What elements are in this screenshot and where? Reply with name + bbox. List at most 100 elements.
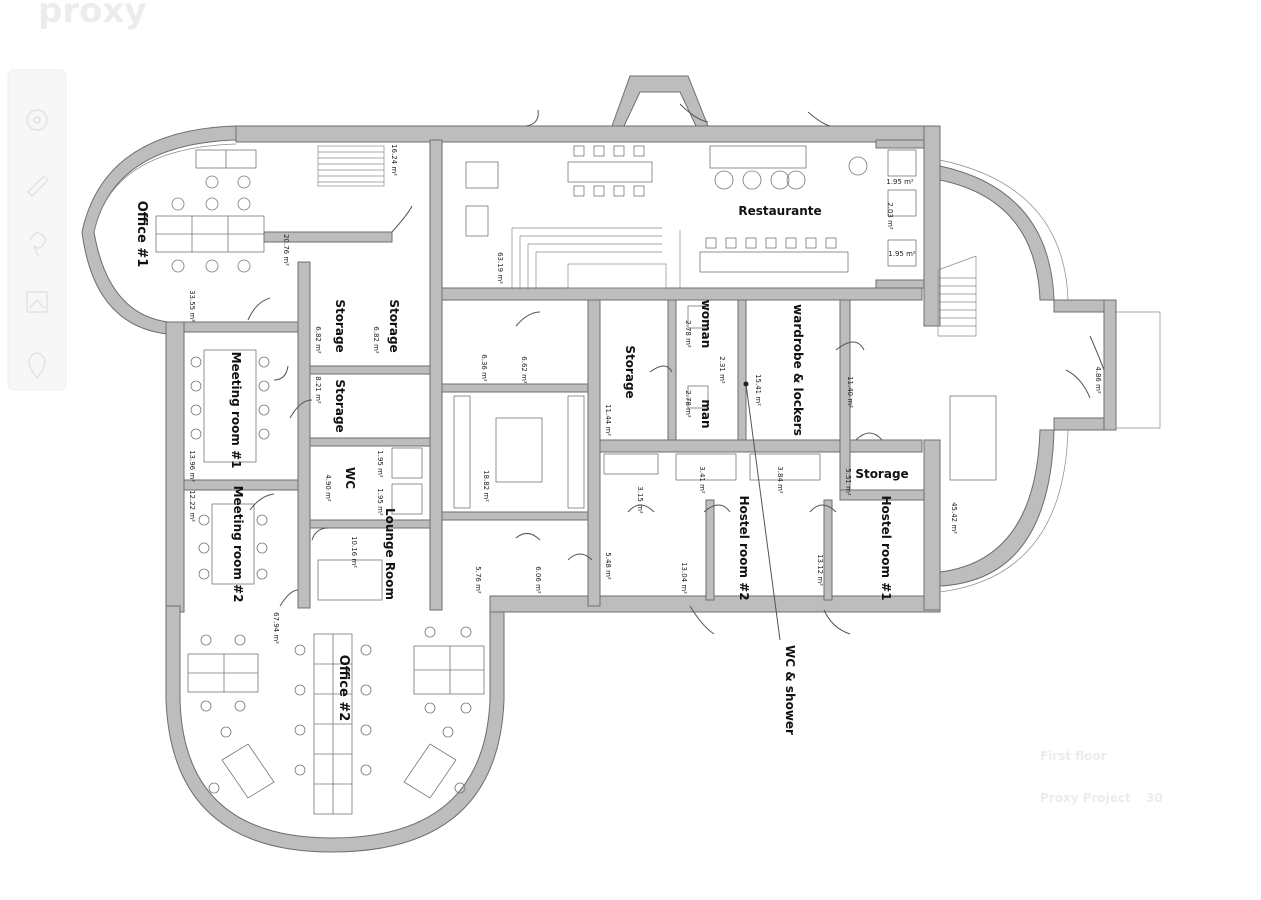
pen-icon[interactable] xyxy=(27,175,49,197)
area-labels: 16.24 m² 20.76 m² 33.55 m² 6.82 m² 6.82 … xyxy=(188,144,1102,644)
label-woman: woman xyxy=(699,300,713,348)
annex-bench xyxy=(949,395,997,481)
wall-int-21 xyxy=(875,279,925,289)
office1-furniture xyxy=(93,143,265,273)
label-man: man xyxy=(699,399,713,428)
wall-int-5 xyxy=(297,261,311,609)
area-label: 10.16 m² xyxy=(350,536,358,568)
area-label: 3.84 m² xyxy=(776,466,784,494)
wall-left xyxy=(165,321,185,613)
area-label: 13.12 m² xyxy=(816,554,824,586)
doors xyxy=(247,103,1105,635)
area-label: 11.44 m² xyxy=(604,404,612,436)
lounge-sofa xyxy=(317,559,383,601)
wall-int-4 xyxy=(587,299,601,607)
area-label: 2.31 m² xyxy=(718,356,726,384)
wall-east-side xyxy=(1103,299,1117,431)
wall-int-8 xyxy=(309,365,431,375)
wall-int-11 xyxy=(599,439,923,453)
area-label: 2.03 m² xyxy=(886,202,894,230)
shelf-left xyxy=(453,395,471,509)
area-label: 1.95 m² xyxy=(376,488,384,516)
area-label: 33.55 m² xyxy=(188,290,196,322)
stairs-north xyxy=(317,145,385,187)
wall-right-upper xyxy=(923,125,941,327)
area-label: 16.24 m² xyxy=(390,144,398,176)
area-label: 5.48 m² xyxy=(604,552,612,580)
area-label: 2.78 m² xyxy=(684,390,692,418)
area-label: 3.15 m² xyxy=(636,486,644,514)
label-storage-3: Storage xyxy=(333,379,347,432)
area-label: 18.82 m² xyxy=(482,470,490,502)
center-table xyxy=(495,417,543,483)
area-label: 6.82 m² xyxy=(372,326,380,354)
area-label: 6.82 m² xyxy=(314,326,322,354)
room-labels: Office #1 Office #2 Meeting room #1 Meet… xyxy=(134,201,909,735)
area-label: 8.21 m² xyxy=(314,376,322,404)
wall-int-2 xyxy=(429,139,443,611)
area-label: 13.04 m² xyxy=(680,562,688,594)
label-wc: WC xyxy=(343,467,357,489)
wall-entrance-bay xyxy=(611,75,709,127)
wall-int-16 xyxy=(705,499,715,601)
wall-int-15 xyxy=(839,489,925,501)
area-label: 11.40 m² xyxy=(846,376,854,408)
walls xyxy=(81,75,1117,853)
label-lounge-room: Lounge Room xyxy=(383,508,397,600)
label-storage-2: Storage xyxy=(387,299,401,352)
select-icon[interactable] xyxy=(26,109,48,131)
wall-int-9 xyxy=(309,437,431,447)
brand-logo: proxy xyxy=(38,0,147,31)
wall-int-13 xyxy=(737,299,747,441)
label-office-2: Office #2 xyxy=(336,655,351,722)
location-icon[interactable] xyxy=(28,352,46,380)
area-label: 6.06 m² xyxy=(534,566,542,594)
wall-int-10 xyxy=(309,519,431,529)
area-label: 13.96 m² xyxy=(188,450,196,482)
area-label: 2.78 m² xyxy=(684,320,692,348)
label-meeting-room-2: Meeting room #2 xyxy=(231,486,245,603)
label-hostel-room-1: Hostel room #1 xyxy=(879,495,893,600)
label-storage-4: Storage xyxy=(623,345,637,398)
area-label: 4.90 m² xyxy=(324,474,332,502)
label-office-1: Office #1 xyxy=(134,201,149,268)
office2-furniture xyxy=(187,626,485,815)
wc-shower-leader xyxy=(745,383,781,641)
wall-int-19 xyxy=(441,511,589,521)
wall-int-12 xyxy=(667,299,677,441)
lasso-icon[interactable] xyxy=(29,232,47,257)
frame-icon[interactable] xyxy=(26,291,48,313)
area-label: 4.86 m² xyxy=(1094,366,1102,394)
wall-int-18 xyxy=(441,383,589,393)
area-label: 6.36 m² xyxy=(480,354,488,382)
stairs-east xyxy=(937,255,977,337)
wall-office1-arc xyxy=(81,125,237,335)
area-label: 45.42 m² xyxy=(950,502,958,534)
wall-top xyxy=(235,125,925,143)
wc-fixtures xyxy=(391,149,917,515)
wall-bottom xyxy=(489,595,941,613)
area-label: 12.22 m² xyxy=(188,490,196,522)
area-label: 20.76 m² xyxy=(282,234,290,266)
label-wc-shower: WC & shower xyxy=(783,645,797,735)
wall-int-17 xyxy=(823,499,833,601)
footer-project: Proxy Project xyxy=(1040,791,1131,805)
area-label: 5.76 m² xyxy=(474,566,482,594)
area-label: 67.94 m² xyxy=(272,612,280,644)
toolbar-panel xyxy=(7,69,67,391)
area-label: 63.19 m² xyxy=(496,252,504,284)
wall-annex-upper xyxy=(939,165,1055,301)
label-storage-1: Storage xyxy=(333,299,347,352)
footer-floor: First floor xyxy=(1040,749,1107,763)
area-label: 1.95 m² xyxy=(886,178,914,186)
label-hostel-room-2: Hostel room #2 xyxy=(737,495,751,600)
wall-int-6 xyxy=(183,321,299,333)
area-label: 5.51 m² xyxy=(844,468,852,496)
area-label: 3.41 m² xyxy=(698,466,706,494)
wall-int-20 xyxy=(875,139,925,149)
label-wardrobe-lockers: wardrobe & lockers xyxy=(791,304,805,436)
shelf-right xyxy=(567,395,585,509)
wall-int-3 xyxy=(441,287,923,301)
area-label: 1.95 m² xyxy=(888,250,916,258)
toolbar xyxy=(7,69,67,391)
